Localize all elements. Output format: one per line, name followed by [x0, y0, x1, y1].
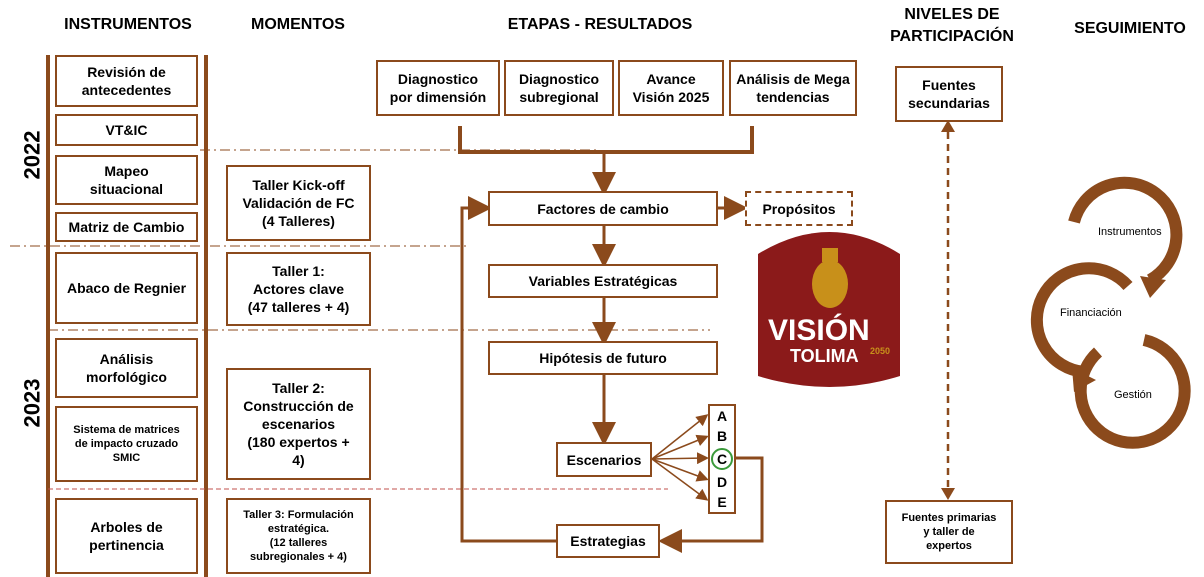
top-bracket [458, 126, 754, 154]
momento-taller-1: Taller 1: Actores clave (47 talleres + 4… [226, 252, 371, 326]
etapa-megatendencias: Análisis de Mega tendencias [729, 60, 857, 116]
instrumento-abaco: Abaco de Regnier [55, 252, 198, 324]
header-seguimiento: SEGUIMIENTO [1074, 20, 1186, 37]
etapa-diagnostico-subregional: Diagnostico subregional [504, 60, 614, 116]
nivel-fuentes-secundarias: Fuentes secundarias [895, 66, 1003, 122]
header-niveles: NIVELES DE PARTICIPACIÓN [890, 6, 1014, 45]
instrumento-smic: Sistema de matrices de impacto cruzado S… [55, 406, 198, 482]
etapa-variables-estrategicas: Variables Estratégicas [488, 264, 718, 298]
niveles-arrow-down [941, 488, 955, 500]
escenarios-letters: A B C D E [708, 404, 736, 514]
logo-vase [812, 260, 848, 308]
etapa-hipotesis-futuro: Hipótesis de futuro [488, 341, 718, 375]
cycle-arrowhead-1 [1140, 276, 1166, 298]
etapa-estrategias: Estrategias [556, 524, 660, 558]
seguimiento-gestion: Gestión [1114, 389, 1152, 401]
letter-c: C [711, 448, 733, 470]
letter-d: D [716, 474, 728, 490]
letter-b: B [716, 428, 728, 444]
seguimiento-instrumentos: Instrumentos [1098, 226, 1162, 238]
logo-vision: VISIÓN [768, 314, 870, 347]
etapa-avance-vision: Avance Visión 2025 [618, 60, 724, 116]
seguimiento-cycle [1030, 176, 1191, 449]
header-momentos: MOMENTOS [251, 16, 345, 33]
letter-e: E [717, 494, 727, 510]
letter-a: A [716, 408, 728, 424]
etapa-factores-cambio: Factores de cambio [488, 191, 718, 226]
logo-tolima: TOLIMA [790, 346, 859, 366]
instrumento-vtic: VT&IC [55, 114, 198, 146]
logo-year: 2050 [870, 346, 891, 356]
header-instrumentos: INSTRUMENTOS [64, 16, 192, 33]
momento-taller-2: Taller 2: Construcción de escenarios (18… [226, 368, 371, 480]
instrumento-arboles: Arboles de pertinencia [55, 498, 198, 574]
instrumento-matriz-cambio: Matriz de Cambio [55, 212, 198, 242]
instrumento-mapeo: Mapeo situacional [55, 155, 198, 205]
etapa-propositos: Propósitos [745, 191, 853, 226]
etapa-escenarios: Escenarios [556, 442, 652, 477]
instrumento-revision: Revisión de antecedentes [55, 55, 198, 107]
momento-taller-3: Taller 3: Formulación estratégica. (12 t… [226, 498, 371, 574]
nivel-fuentes-primarias: Fuentes primarias y taller de expertos [885, 500, 1013, 564]
header-etapas: ETAPAS - RESULTADOS [507, 16, 693, 33]
arrow-feedback-loop [460, 196, 556, 543]
fan-arrows [651, 414, 709, 501]
arrow-c-estrategias [658, 456, 764, 553]
instrumento-morfologico: Análisis morfológico [55, 338, 198, 398]
niveles-arrow-up [941, 120, 955, 132]
seguimiento-financiacion: Financiación [1060, 307, 1122, 319]
cycle-arrowhead-2 [1072, 368, 1096, 392]
logo-shape [758, 232, 900, 387]
etapa-diagnostico-dimension: Diagnostico por dimensión [376, 60, 500, 116]
momento-kickoff: Taller Kick-off Validación de FC (4 Tall… [226, 165, 371, 241]
